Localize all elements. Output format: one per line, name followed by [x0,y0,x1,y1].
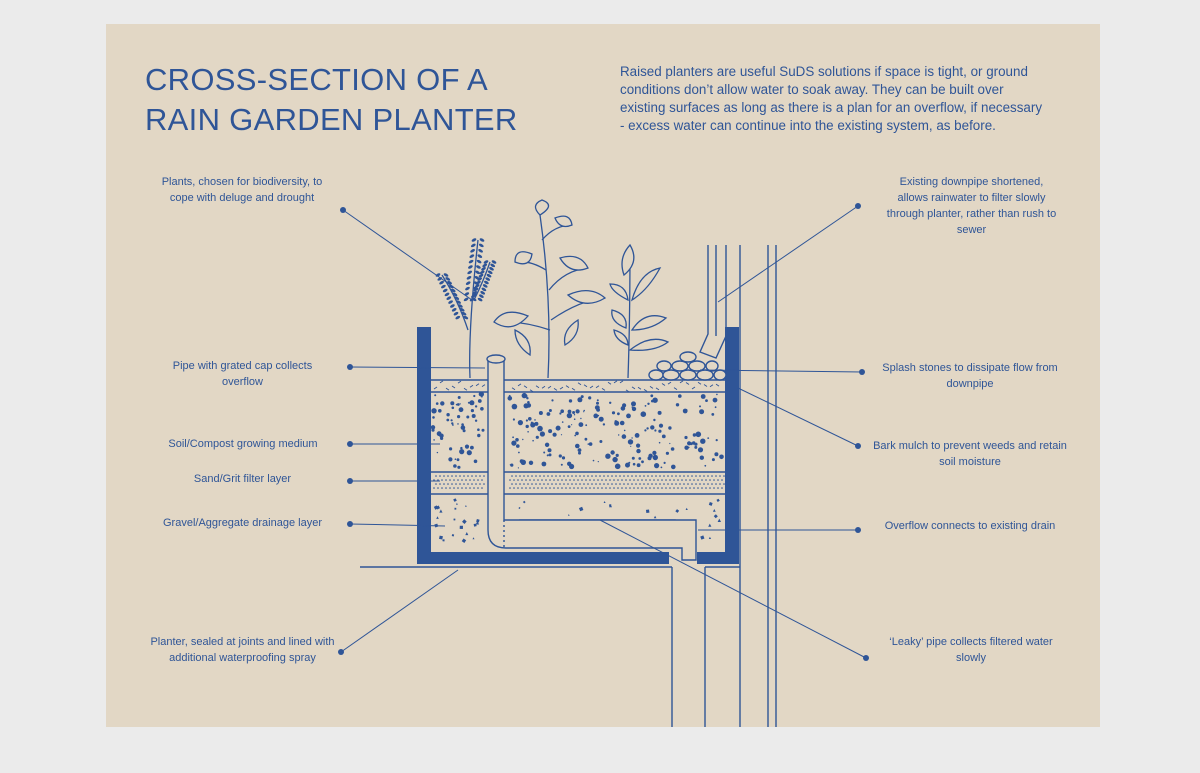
existing-wall-lines [739,245,777,727]
bark-mulch-layer [431,379,725,393]
label-splash: Splash stones to dissipate flow from dow… [882,362,1058,390]
downpipe [699,245,727,359]
label-leaky-pipe: ‘Leaky’ pipe collects filtered water slo… [889,636,1053,664]
soil-layer [431,392,724,470]
label-pipe-cap: Pipe with grated cap collects overflow [172,360,313,388]
overflow-pipe [486,354,697,561]
label-gravel: Gravel/Aggregate drainage layer [163,517,322,529]
sand-layer [433,475,725,489]
label-plants: Plants, chosen for biodiversity, to cope… [161,176,323,204]
label-sand: Sand/Grit filter layer [193,473,292,485]
plant-leafy-centre [493,199,607,379]
label-planter: Planter, sealed at joints and lined with… [150,636,335,664]
title-line-1: CROSS-SECTION OF A [145,62,488,97]
leader-lines [338,203,869,661]
label-bark: Bark mulch to prevent weeds and retain s… [873,440,1067,468]
gravel-layer [433,498,721,543]
diagram-title: CROSS-SECTION OF A RAIN GARDEN PLANTER [145,60,565,140]
label-downpipe: Existing downpipe shortened, allows rain… [886,176,1057,236]
plant-leafy-right [609,243,670,379]
splash-stones [648,351,727,381]
diagram-panel [106,24,1100,727]
intro-paragraph: Raised planters are useful SuDS solution… [620,64,1043,133]
title-line-2: RAIN GARDEN PLANTER [145,102,518,137]
label-soil: Soil/Compost growing medium [168,438,318,450]
plant-lavender [435,238,497,379]
planter-walls [417,327,739,564]
label-overflow: Overflow connects to existing drain [884,520,1056,532]
existing-drain-pipe [671,567,706,727]
